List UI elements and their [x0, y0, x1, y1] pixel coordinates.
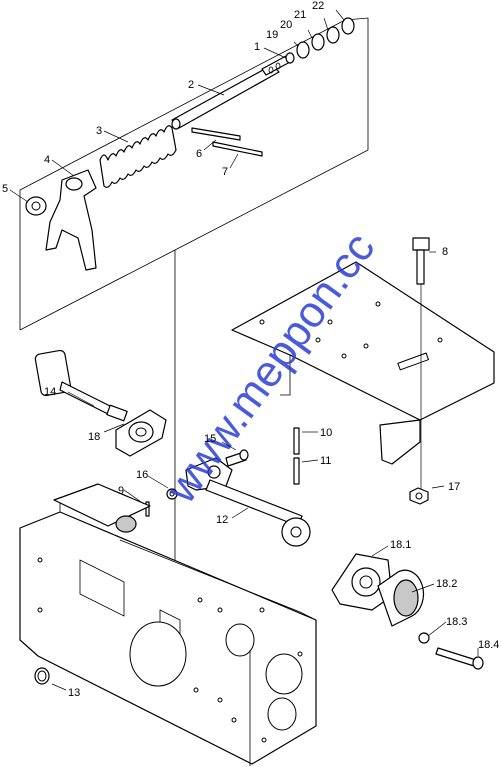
spring: [99, 125, 177, 188]
retaining-ring-1: [285, 52, 295, 64]
pin-9: [145, 501, 150, 517]
leader-lines: [9, 9, 479, 691]
callout-18-2: 18.2: [436, 578, 457, 590]
shift-rod: [171, 55, 291, 130]
gearbox-housing: [19, 483, 317, 766]
screw-15: [225, 449, 249, 467]
callout-22: 22: [312, 0, 324, 12]
fork-collar: [25, 196, 47, 216]
washer-18-3: [418, 632, 430, 644]
cover-plate: [231, 261, 495, 465]
lever-12: [185, 457, 311, 547]
callout-13: 13: [68, 687, 80, 699]
callout-11: 11: [320, 455, 331, 467]
callout-8: 8: [442, 246, 448, 258]
callout-2: 2: [188, 79, 194, 91]
bolt-8: [412, 237, 430, 285]
pin-11: [293, 457, 300, 485]
callout-9: 9: [118, 485, 124, 497]
inset-frame: [19, 17, 369, 700]
callout-labels: 1 2 3 4 5 6 7 8 9 10 11 12 13 14 15 16 1…: [2, 0, 499, 699]
callout-18-4: 18.4: [478, 639, 499, 651]
bolt-18-4: [435, 647, 484, 670]
callout-18-3: 18.3: [446, 616, 467, 628]
callout-4: 4: [44, 154, 50, 166]
flange-18-1: [331, 553, 393, 611]
callout-18: 18: [88, 431, 100, 443]
callout-17: 17: [448, 481, 460, 493]
callout-6: 6: [196, 148, 202, 160]
shaft-14: [34, 349, 128, 422]
callout-18-1: 18.1: [390, 539, 411, 551]
callout-19: 19: [266, 29, 278, 41]
pins-6-7: [191, 127, 263, 157]
callout-14: 14: [44, 386, 56, 398]
bearing-18: [115, 409, 167, 457]
shift-fork: [45, 169, 97, 271]
callout-7: 7: [222, 166, 228, 178]
callout-10: 10: [320, 427, 332, 439]
callout-1: 1: [254, 41, 260, 53]
seal-13: [34, 667, 50, 685]
callout-16: 16: [136, 469, 148, 481]
nut-17: [409, 487, 429, 505]
callout-3: 3: [96, 125, 102, 137]
callout-12: 12: [216, 514, 228, 526]
washer-16: [166, 488, 178, 500]
pin-10: [293, 427, 300, 455]
callout-5: 5: [2, 183, 8, 195]
o-rings-19-22: [296, 17, 355, 59]
callout-21: 21: [294, 9, 306, 21]
callout-15: 15: [204, 433, 216, 445]
bearing-18-2: [377, 569, 425, 627]
callout-20: 20: [280, 19, 292, 31]
